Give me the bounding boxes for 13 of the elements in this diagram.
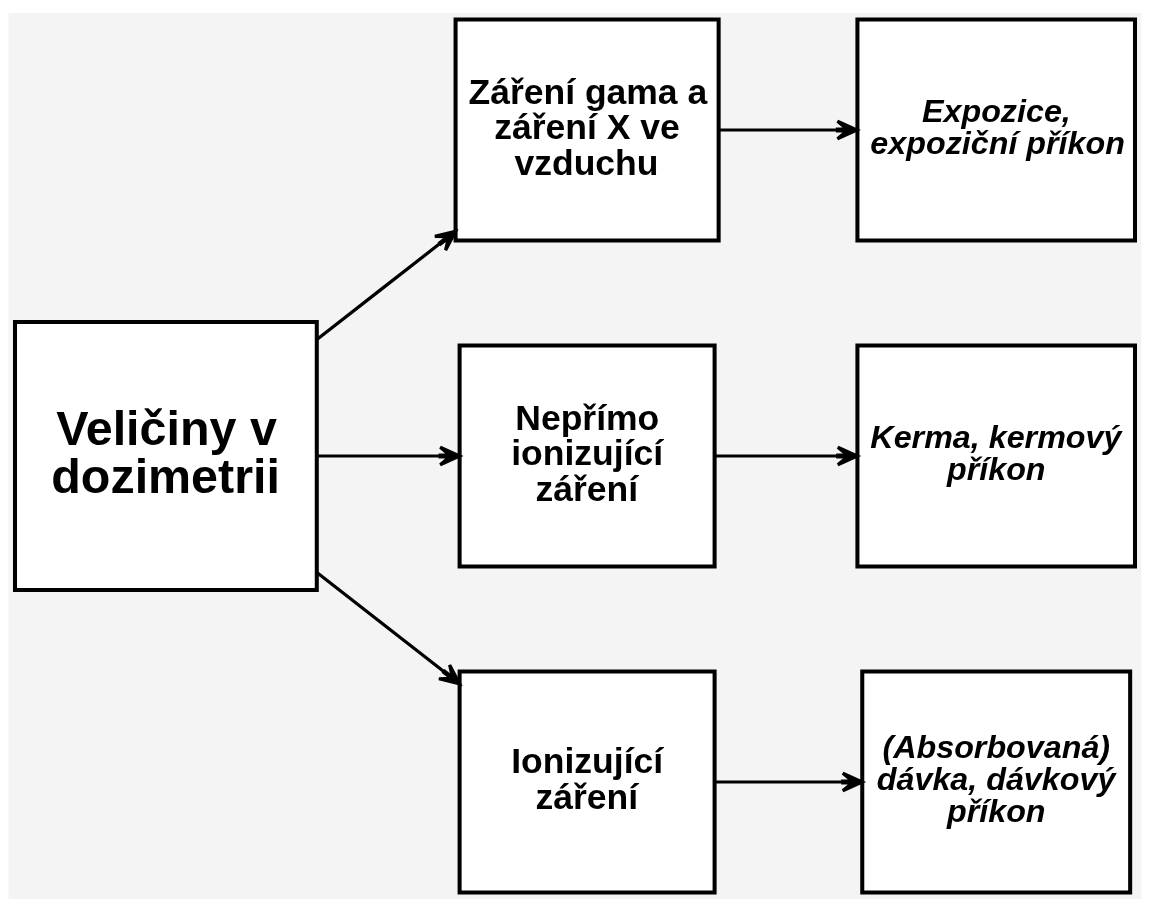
node-box: Veličiny v dozimetrii bbox=[13, 320, 319, 592]
arrow bbox=[714, 771, 864, 793]
node-box: Ionizující záření bbox=[457, 669, 717, 895]
node-box: Expozice, expoziční příkon bbox=[855, 17, 1137, 243]
arrow bbox=[316, 571, 462, 686]
node-box: Nepřímo ionizující záření bbox=[457, 343, 717, 569]
arrow bbox=[317, 445, 462, 467]
node-box: (Absorbovaná) dávka, dávkový příkon bbox=[860, 669, 1133, 895]
node-box: Kerma, kermový příkon bbox=[855, 343, 1137, 569]
node-box: Záření gama a záření X ve vzduchu bbox=[453, 17, 721, 243]
arrow bbox=[718, 119, 859, 141]
arrow bbox=[316, 229, 458, 341]
arrow bbox=[714, 445, 859, 467]
